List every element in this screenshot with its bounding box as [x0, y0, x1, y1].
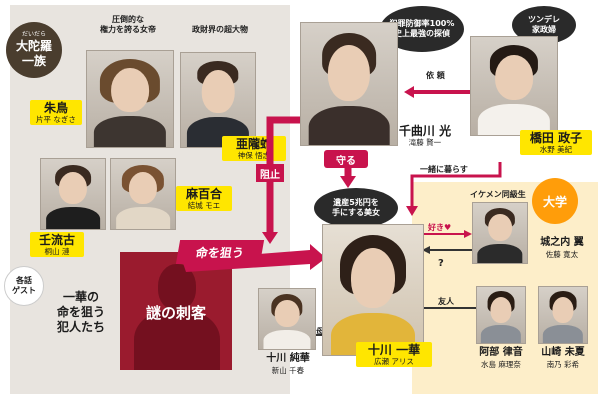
masako-bubble-line2: 家政婦 [532, 25, 556, 34]
guest-line1: 一華の [62, 290, 99, 304]
mizuru-actor: 桐山 漣 [44, 247, 70, 256]
ritsuka-photo [476, 286, 526, 344]
inochi-label: 命を狙う [175, 240, 265, 264]
akehara-photo [86, 50, 174, 148]
family-name-line1: 大陀羅 [15, 39, 52, 53]
hikaru-actor: 滝藤 賢一 [408, 138, 442, 147]
mysterious-assassin: 謎の刺客 [120, 252, 232, 370]
arrow-suki-head [464, 230, 472, 238]
question-label: ? [438, 258, 444, 269]
akehara-desc-line2: 権力を誇る女帝 [100, 25, 156, 34]
assassin-label: 謎の刺客 [145, 304, 206, 322]
ritsuka-name-tag: 阿部 律音 水島 麻理奈 [468, 346, 534, 369]
hikaru-name-tag: 千曲川 光 滝藤 賢一 [384, 124, 466, 147]
yuri-actor: 結城 モエ [187, 201, 221, 210]
guest-line2: 命を狙う [56, 305, 105, 319]
mami-name: 山崎 未夏 [541, 347, 585, 358]
ichika-bubble-line2: 手にする美女 [331, 208, 381, 217]
ichika-name-tag: 十川 一華 広瀬 アリス [356, 342, 432, 367]
arrow-soshi-head [262, 232, 278, 244]
hikaru-name: 千曲川 光 [398, 124, 452, 138]
jaguchi-name-tag: 亜隴蛇 神保 悟志 [222, 136, 286, 161]
mother-label: 母 [316, 327, 324, 336]
masako-actor: 水野 美紀 [539, 145, 573, 154]
hikaru-bubble-line1: 犯罪防御率100% [389, 19, 455, 28]
ichika-bubble: 遺産5兆円を 手にする美女 [314, 188, 398, 228]
family-name-line2: 一族 [21, 54, 46, 68]
guest-badge: 各話 ゲスト [4, 266, 44, 306]
guest-line3: 犯人たち [56, 320, 105, 334]
family-label: だいだら 大陀羅 一族 [6, 22, 62, 78]
mizuru-photo [40, 158, 106, 230]
guest-badge-line2: ゲスト [12, 286, 36, 295]
arrow-kurashi-head [406, 206, 418, 216]
tsubasa-name: 城之内 翼 [540, 237, 584, 248]
akehara-name: 朱鳥 [43, 101, 68, 115]
yuri-photo [110, 158, 176, 230]
masako-name-tag: 橋田 政子 水野 美紀 [520, 130, 592, 155]
suki-label: 好き♥ [428, 222, 451, 233]
tsubasa-photo [472, 202, 528, 264]
ritsuka-actor: 水島 麻理奈 [481, 360, 521, 369]
kurashi-label: 一緒に暮らす [420, 165, 468, 174]
tsubasa-name-tag: 城之内 翼 佐藤 寛太 [530, 236, 594, 259]
ritsuka-name: 阿部 律音 [479, 347, 523, 358]
akehara-actor: 片平 なぎさ [36, 115, 76, 124]
ichika-bubble-line1: 遺産5兆円を [333, 198, 379, 207]
junka-name-tag: 十川 純華 新山 千春 [256, 352, 320, 375]
ichika-actor: 広瀬 アリス [374, 357, 414, 366]
university-badge: 大学 [532, 178, 578, 224]
akehara-description: 圧倒的な 権力を誇る女帝 [100, 15, 156, 35]
arrow-soshi-line [266, 116, 300, 232]
yuri-name-tag: 麻百合 結城 モエ [176, 186, 232, 211]
mami-actor: 南乃 彩希 [546, 360, 580, 369]
friend-label: 友人 [438, 297, 454, 306]
ichika-photo [322, 224, 424, 356]
irai-label: 依 頼 [426, 71, 445, 80]
jaguchi-actor: 神保 悟志 [237, 151, 271, 160]
arrow-kurashi-line [410, 162, 502, 208]
junka-name: 十川 純華 [266, 353, 310, 364]
junka-photo [258, 288, 316, 350]
family-ruby: だいだら [21, 31, 46, 38]
hikaru-photo [300, 22, 398, 146]
heart-icon: ♥ [444, 223, 452, 232]
junka-actor: 新山 千春 [271, 366, 305, 375]
masako-name: 橋田 政子 [529, 131, 583, 145]
yuri-name: 麻百合 [185, 187, 222, 201]
guest-description: 一華の 命を狙う 犯人たち [46, 290, 116, 335]
mizuru-name-tag: 壬流古 桐山 漣 [30, 232, 84, 257]
arrow-irai-head [404, 86, 414, 98]
masako-bubble-line1: ツンデレ [528, 15, 560, 24]
akehara-name-tag: 朱鳥 片平 なぎさ [30, 100, 82, 125]
hikaru-bubble-line2: 史上最強の探偵 [394, 29, 450, 38]
mizuru-name: 壬流古 [38, 233, 75, 247]
suki-text: 好き [428, 223, 444, 232]
soshi-label: 阻止 [256, 164, 284, 182]
arrow-question-head [422, 246, 430, 254]
tsubasa-actor: 佐藤 寛太 [545, 250, 579, 259]
akehara-desc-line1: 圧倒的な [112, 15, 144, 24]
mami-name-tag: 山崎 未夏 南乃 彩希 [532, 346, 594, 369]
arrow-mamoru-head [340, 176, 356, 188]
tsubasa-description: イケメン同級生 [470, 190, 526, 199]
jaguchi-photo [180, 52, 256, 148]
assassin-silhouette-body [134, 310, 220, 370]
jaguchi-name: 亜隴蛇 [235, 137, 272, 151]
mamoru-label: 守る [324, 150, 368, 168]
guest-badge-line1: 各話 [16, 276, 32, 285]
mami-photo [538, 286, 588, 344]
ichika-name: 十川 一華 [367, 343, 421, 357]
masako-photo [470, 36, 558, 136]
jaguchi-description: 政財界の超大物 [192, 25, 248, 34]
